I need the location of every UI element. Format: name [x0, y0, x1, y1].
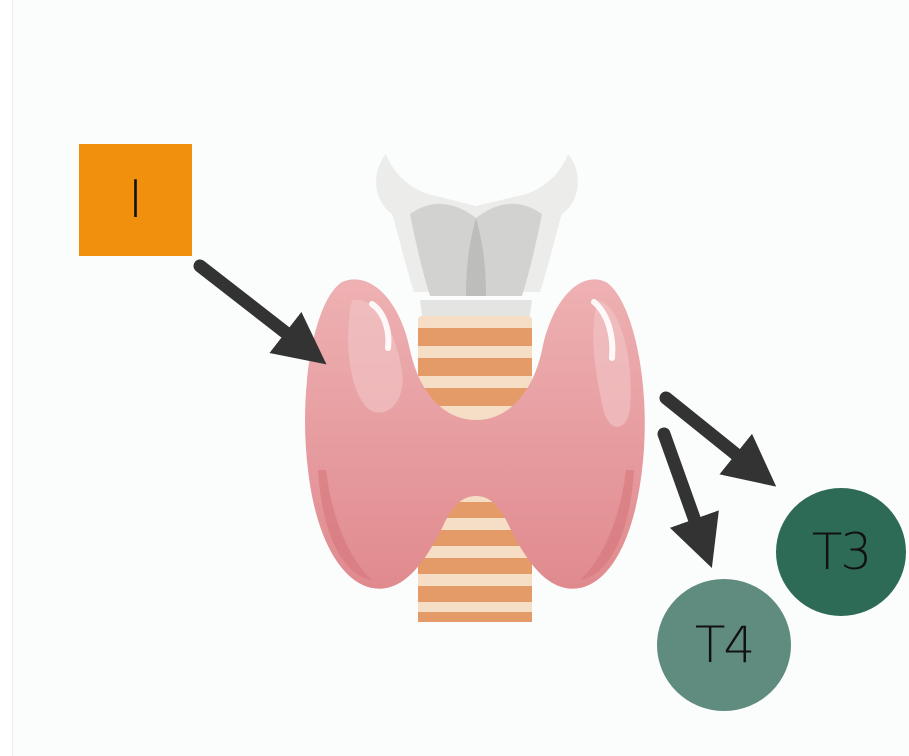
t3-label: T3 [812, 523, 870, 581]
arrow-iodine-to-thyroid [200, 266, 308, 350]
iodine-box: I [79, 144, 192, 256]
larynx-icon [376, 154, 578, 330]
arrow-thyroid-to-t4 [664, 434, 704, 546]
t3-circle: T3 [776, 488, 906, 616]
t4-circle: T4 [657, 579, 791, 711]
t4-label: T4 [695, 616, 753, 674]
iodine-label: I [128, 170, 143, 230]
